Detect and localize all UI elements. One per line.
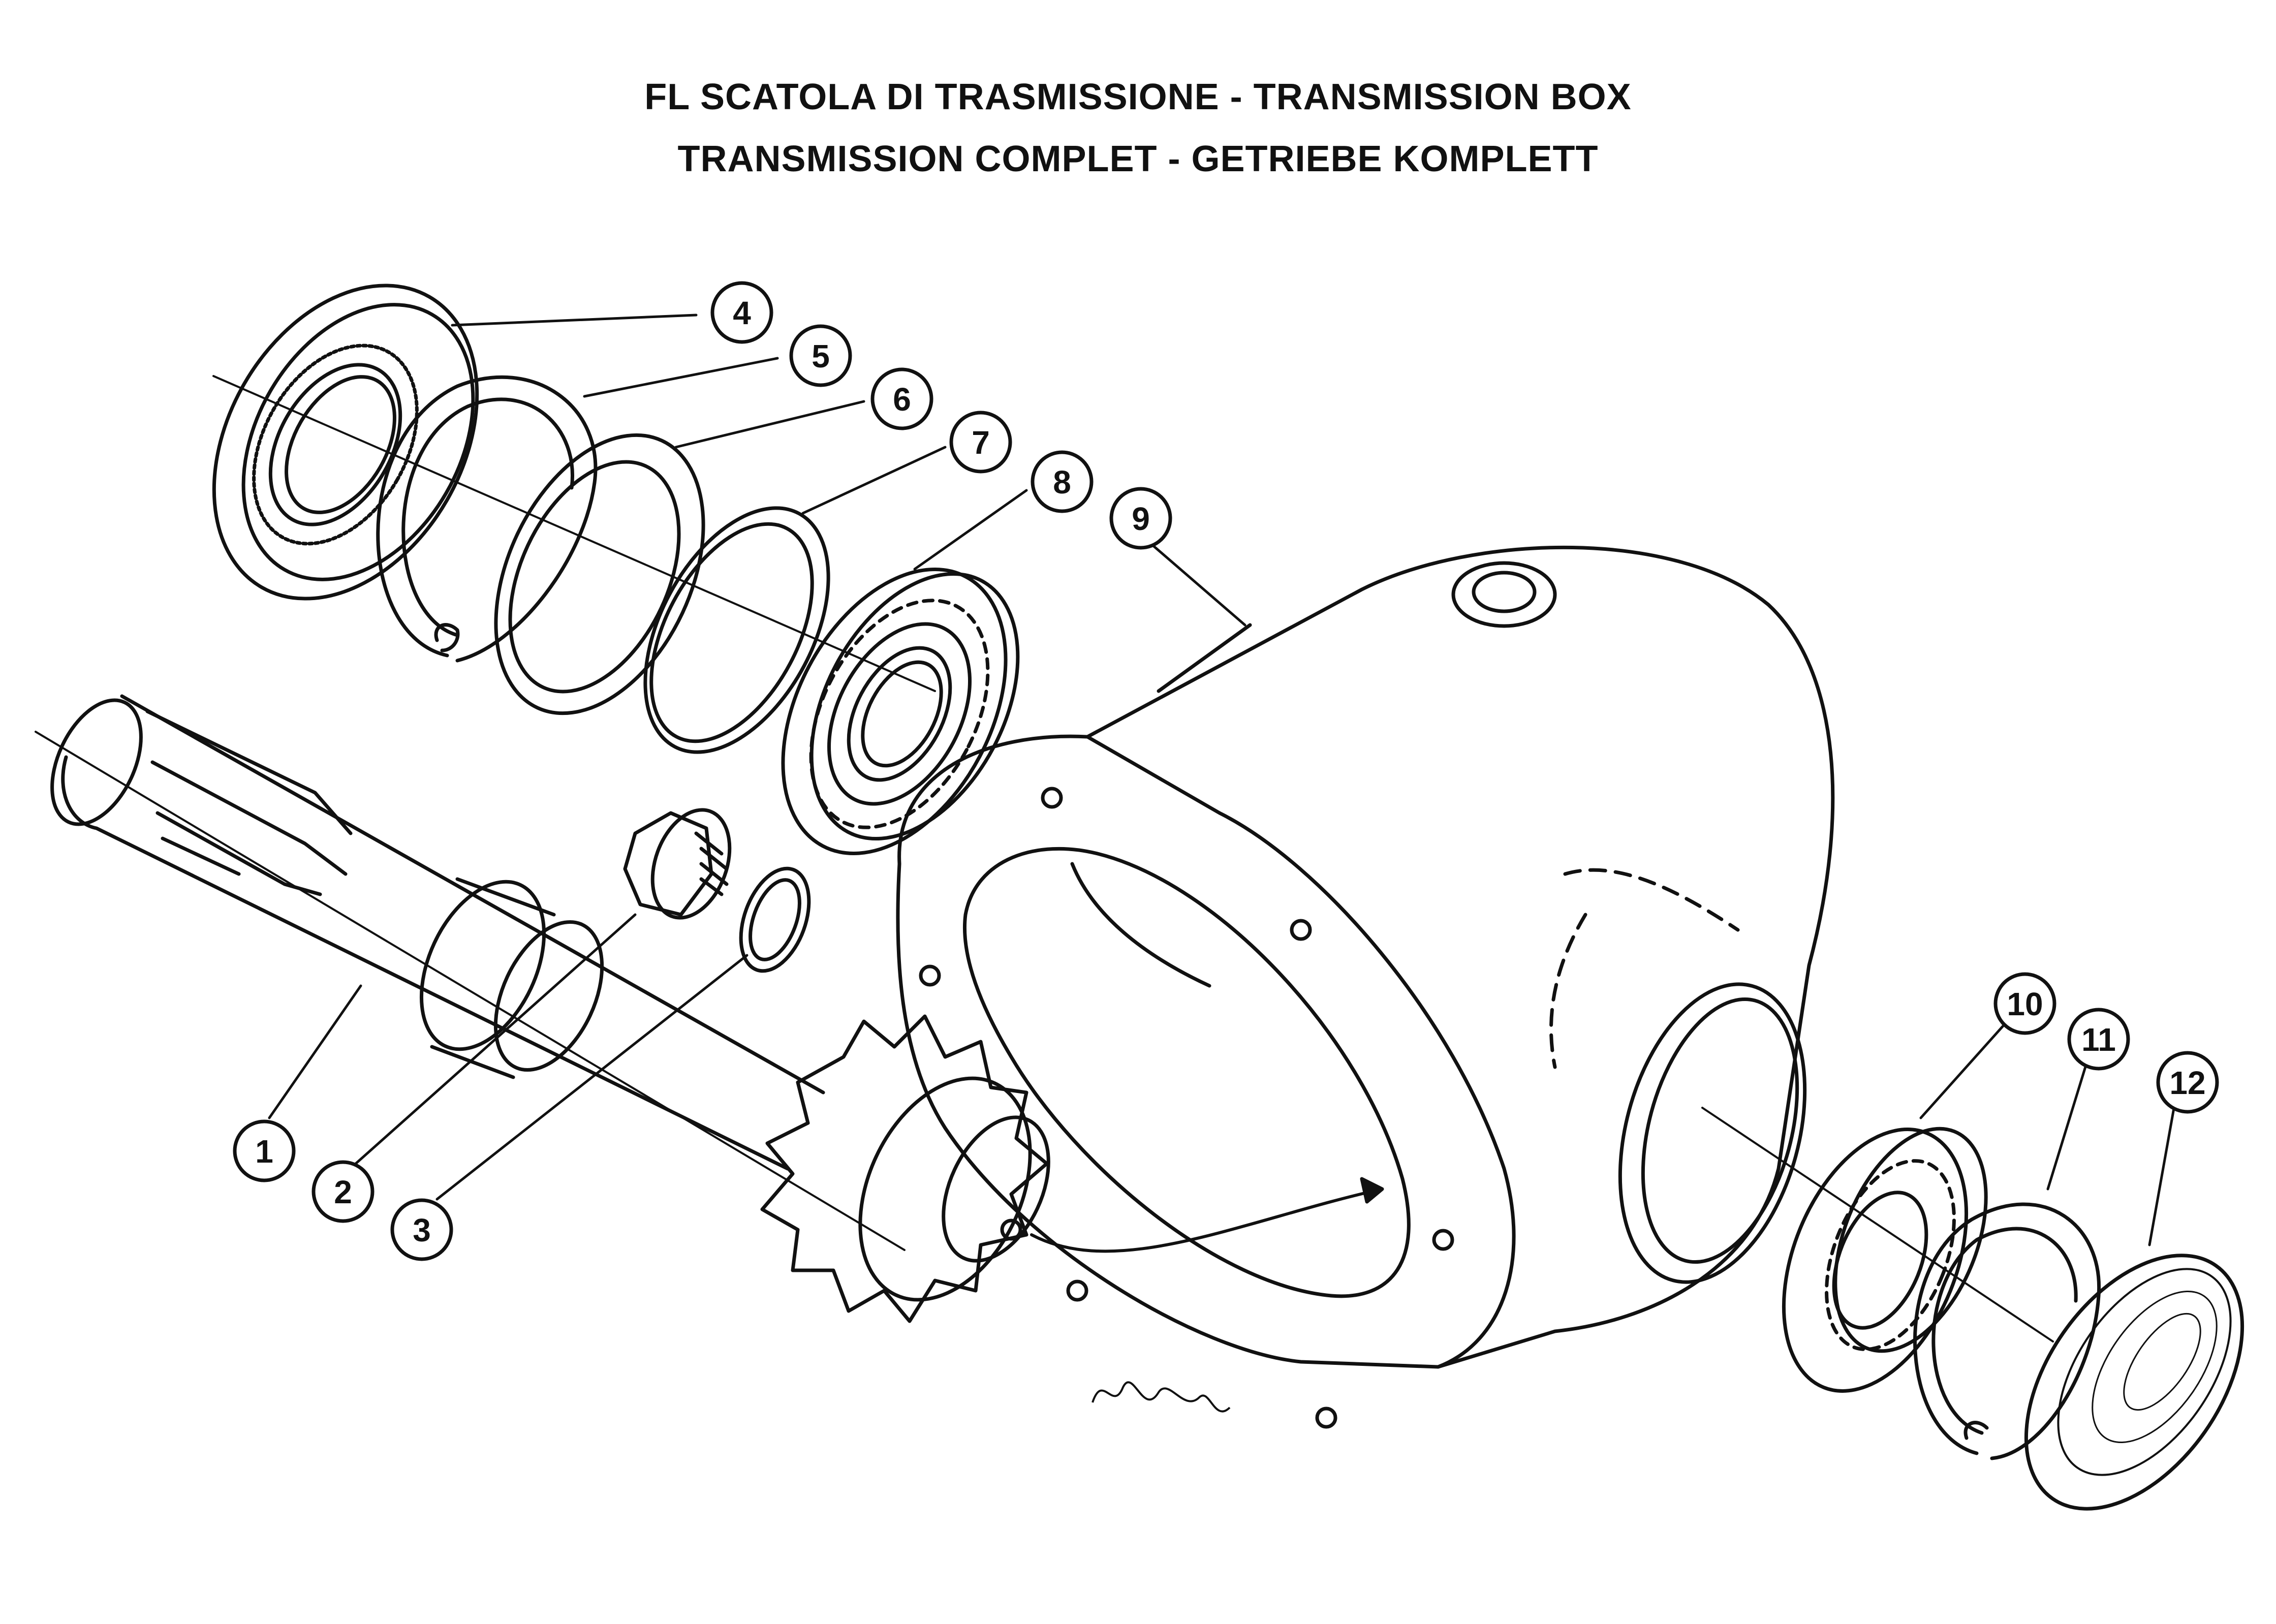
callout-4: 4 — [710, 281, 773, 344]
part-9-housing — [896, 545, 1835, 1429]
part-12-cap — [2024, 1254, 2244, 1511]
callout-12: 12 — [2156, 1051, 2219, 1114]
callout-9: 9 — [1109, 487, 1172, 550]
callout-8-label: 8 — [1053, 464, 1071, 501]
callout-11-label: 11 — [2081, 1021, 2116, 1058]
part-2-plug — [623, 808, 732, 920]
callout-5: 5 — [789, 324, 852, 387]
upper-axis-line — [212, 375, 936, 692]
part-4-oil-seal — [212, 284, 479, 601]
part-5-circlip — [376, 375, 598, 663]
pinion-gear — [760, 1014, 1050, 1323]
callout-2-label: 2 — [334, 1174, 352, 1210]
callout-3: 3 — [390, 1198, 453, 1261]
assembly-arrow — [1030, 1177, 1384, 1253]
leader-lines — [268, 314, 2176, 1246]
callout-1-label: 1 — [255, 1133, 273, 1170]
lower-axis-line — [35, 731, 906, 1251]
callout-3-label: 3 — [413, 1212, 431, 1248]
callout-12-label: 12 — [2169, 1065, 2205, 1101]
callout-11: 11 — [2067, 1008, 2130, 1071]
callout-2: 2 — [311, 1160, 375, 1223]
callout-6: 6 — [870, 367, 933, 430]
callout-6-label: 6 — [893, 381, 911, 418]
part-1-splined-shaft — [50, 694, 825, 1171]
callout-8: 8 — [1031, 450, 1094, 513]
part-6-shim-ring — [494, 433, 705, 715]
right-axis-line — [1701, 1107, 2054, 1342]
callout-10: 10 — [1993, 972, 2056, 1035]
title-line-2: TRANSMISSION COMPLET - GETRIEBE KOMPLETT — [677, 139, 1599, 179]
callout-1: 1 — [233, 1119, 296, 1182]
callout-7-label: 7 — [972, 424, 990, 461]
part-10-bearing — [1782, 1127, 1988, 1393]
part-3-washer — [739, 866, 811, 973]
signature-scribble — [1092, 1381, 1231, 1413]
callout-9-label: 9 — [1132, 501, 1150, 537]
callout-7: 7 — [949, 411, 1012, 474]
callout-10-label: 10 — [2007, 986, 2043, 1022]
title-line-1: FL SCATOLA DI TRASMISSIONE - TRANSMISSIO… — [644, 77, 1632, 117]
callout-4-label: 4 — [733, 295, 751, 331]
part-11-circlip — [1913, 1202, 2101, 1460]
part-7-thin-ring — [643, 506, 830, 754]
part-8-bearing — [781, 568, 1020, 855]
callout-5-label: 5 — [812, 338, 830, 374]
